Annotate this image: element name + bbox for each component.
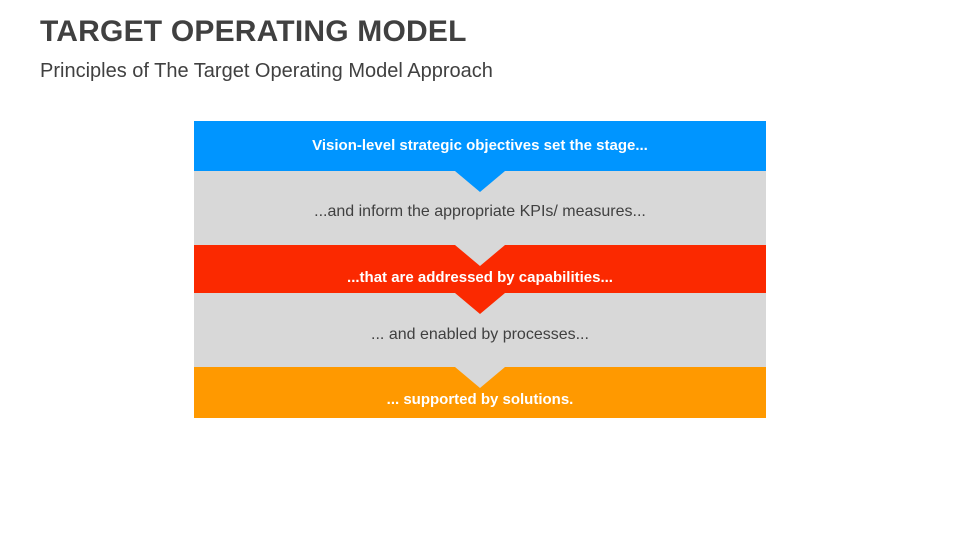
down-arrow-icon: [455, 367, 505, 388]
down-arrow-icon: [455, 245, 505, 266]
target-operating-model-flow-diagram: Vision-level strategic objectives set th…: [194, 121, 766, 418]
band-label: Vision-level strategic objectives set th…: [312, 136, 648, 154]
down-arrow-icon: [455, 293, 505, 314]
band-strategic-objectives: Vision-level strategic objectives set th…: [194, 121, 766, 171]
slide-subtitle: Principles of The Target Operating Model…: [40, 60, 493, 82]
band-label: ... and enabled by processes...: [371, 326, 589, 344]
band-processes: ... and enabled by processes...: [194, 293, 766, 367]
band-label: ...and inform the appropriate KPIs/ meas…: [314, 203, 646, 221]
slide-title: TARGET OPERATING MODEL: [40, 15, 467, 48]
band-label: ...that are addressed by capabilities...: [347, 268, 613, 286]
band-solutions: ... supported by solutions.: [194, 367, 766, 418]
band-label: ... supported by solutions.: [386, 391, 574, 409]
down-arrow-icon: [455, 171, 505, 192]
